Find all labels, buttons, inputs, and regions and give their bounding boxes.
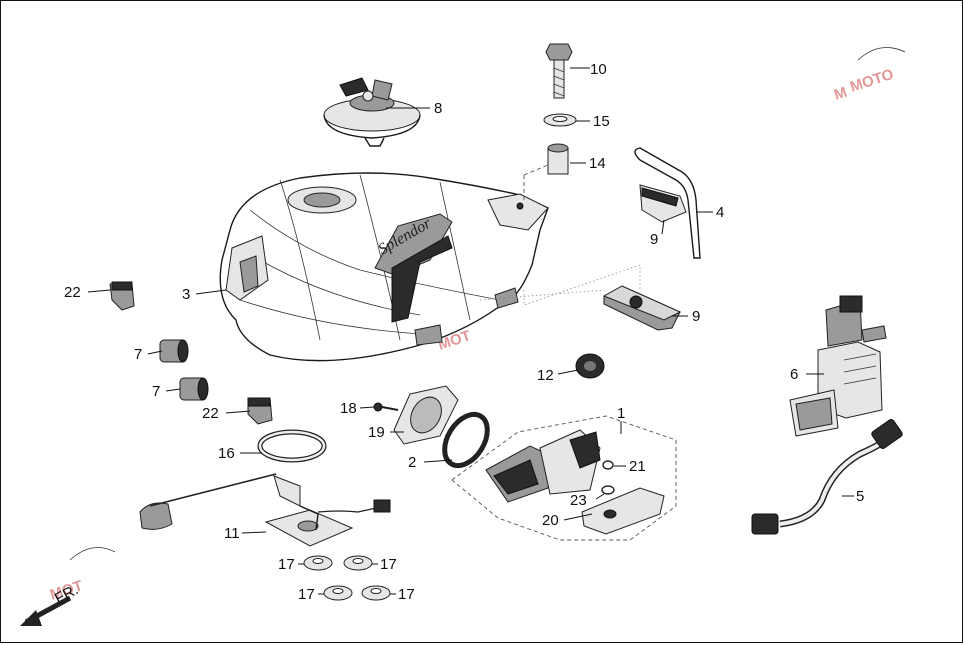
mounting-plate [393,385,459,445]
callout-21: 21 [629,458,646,475]
callout-10: 9 [650,231,658,248]
callout-15: 15 [593,113,610,130]
fuel-pump-assembly [451,415,677,541]
hose [751,419,903,535]
pump-gasket [442,411,490,469]
callout-18: 18 [340,400,357,417]
callout-17-d: 17 [398,586,415,603]
fuel-level-sender [139,473,391,547]
callout-17-b: 17 [380,556,397,573]
clamp-ring [601,485,615,495]
nut-2 [343,555,373,571]
callout-11: 11 [224,525,240,542]
svg-text:MOTO: MOTO [848,66,896,96]
callout-16: 16 [218,445,235,462]
nut-3 [323,585,353,601]
nut-1 [303,555,333,571]
callout-8: 9 [692,308,700,325]
rubber-cushion-lower [179,377,209,401]
callout-9: 8 [434,100,442,117]
callout-17-c: 17 [298,586,315,603]
watermark-logo-top-right: M MOTO [832,47,906,104]
callout-4: 4 [716,204,724,221]
tank-strap [634,147,701,259]
rubber-pad [602,285,682,331]
grommet [575,353,605,379]
svg-text:M: M [832,84,849,104]
callout-7-upper: 7 [134,346,142,363]
clip-upper [109,281,135,311]
callout-labels: 8 10 15 14 4 9 3 22 9 6 7 7 22 16 12 18 … [64,61,864,603]
callout-3: 3 [182,286,190,303]
rubber-cushion-upper [159,339,189,363]
callout-14: 14 [589,155,606,172]
o-ring [257,429,327,463]
callout-2: 2 [408,454,416,471]
callout-13: 12 [537,367,554,384]
assembly-guide-lines [479,164,641,306]
fuel-tank: Splendor [219,172,549,362]
callout-20: 20 [542,512,559,529]
fuel-cap-assembly [323,77,421,147]
callout-6: 6 [790,366,798,383]
fuel-strainer [581,487,665,535]
callout-19: 19 [368,424,385,441]
nut-4 [361,585,391,601]
leader-lines [87,67,854,595]
clip-lower [247,397,273,425]
canister-valve [789,295,887,437]
callout-22-upper: 22 [64,284,81,301]
callout-5: 5 [856,488,864,505]
callout-17-a: 17 [278,556,295,573]
washer [543,113,577,127]
callout-1: 1 [617,405,625,422]
collar [547,143,569,175]
bolt [545,43,573,99]
screw [373,402,399,412]
callout-12: 10 [590,61,607,78]
callout-7-lower: 7 [152,383,160,400]
callout-23: 23 [570,492,587,509]
filter-clip [602,460,614,470]
callout-22-lower: 22 [202,405,219,422]
